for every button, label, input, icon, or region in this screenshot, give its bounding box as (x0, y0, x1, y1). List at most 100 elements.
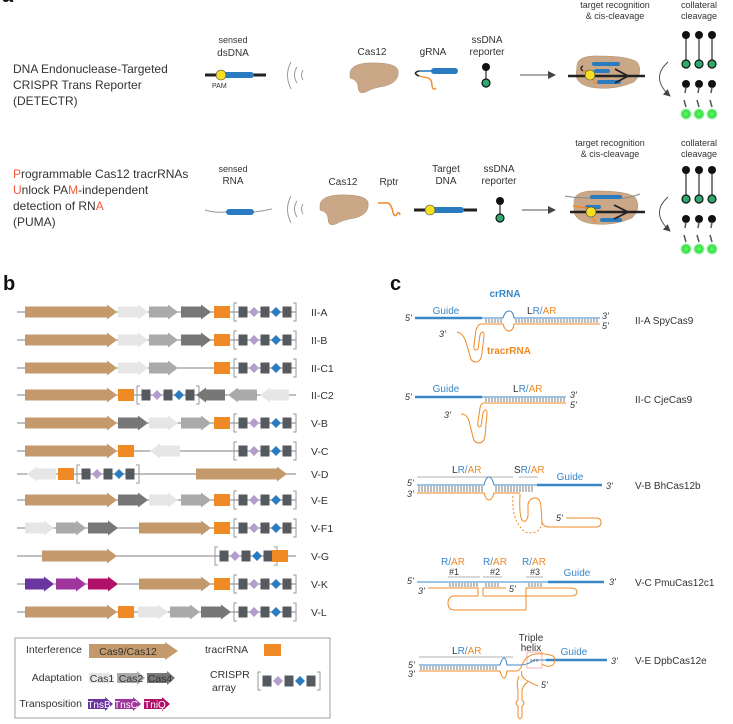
structure-pmucas12c1: R/AR R/AR R/AR #1 #2 #3 Guide 5' 3' 3' 5… (407, 557, 715, 611)
spacer-diamond (271, 607, 281, 617)
structure-cjecas9: Guide LR/AR 5' 3' 5' 3' II-C CjeCas9 (405, 384, 693, 444)
repeat-square (238, 417, 248, 429)
locus-label: V-B (311, 418, 328, 430)
cas2-gene (228, 387, 257, 403)
bracket (257, 671, 261, 691)
bracket (214, 546, 218, 566)
grna-label: gRNA (420, 47, 447, 58)
cas2-gene (149, 304, 178, 320)
spacer-diamond (92, 469, 102, 479)
locus-label: V-F1 (311, 523, 333, 535)
locus-label: II-A (311, 307, 327, 319)
bracket (233, 574, 237, 594)
legend-crispr-label-2: array (212, 682, 237, 694)
spacer-diamond (271, 446, 281, 456)
puma-title-line4: (PUMA) (13, 215, 56, 229)
glowing-fluorophore (706, 243, 718, 255)
repeat-square (282, 522, 292, 534)
cas2-gene (149, 332, 178, 348)
legend-tnsb-label: TnsB (87, 700, 111, 711)
quencher-dot (682, 80, 690, 88)
triple-helix-label-2: helix (521, 643, 542, 654)
cas4-gene (118, 492, 148, 508)
target-dna-icon (414, 204, 477, 216)
locus-row: V-K (17, 574, 328, 594)
reporter-label-2: reporter (469, 47, 505, 58)
bracket (317, 671, 321, 691)
locus-label: II-C1 (311, 363, 334, 375)
five-prime-label: 5' (570, 400, 577, 410)
three-prime-label: 3' (606, 481, 613, 491)
three-prime-label: 3' (439, 329, 446, 339)
cas1-gene (25, 520, 54, 536)
tracrrna-box (214, 306, 230, 318)
bracket (293, 330, 297, 350)
fluorophore-dot (694, 194, 704, 204)
cas4-gene (118, 415, 148, 431)
title-text: rogrammable Cas12 tracrRNAs (21, 167, 188, 181)
tracrrna-box (214, 334, 230, 346)
bracket (76, 464, 80, 484)
cas12-puma-complex-icon (564, 190, 645, 225)
r-ar-label-3: R/AR (522, 557, 546, 568)
locus-row: V-L (17, 602, 327, 622)
fluorophore-dot (707, 194, 717, 204)
cas12-protein-icon (349, 62, 399, 94)
repeat-square (103, 468, 113, 480)
lr-ar-label: LR/AR (527, 306, 556, 317)
puma-title-line3: detection of RNA (13, 199, 104, 213)
guide-label: Guide (557, 472, 584, 483)
collateral-label-2: cleavage (681, 11, 717, 21)
five-prime-label: 5' (556, 513, 563, 523)
tnsc-gene (56, 576, 86, 592)
sensed-rna-label-2: RNA (222, 176, 243, 187)
legend-interference-label: Interference (26, 644, 82, 656)
title-text: nlock PA (22, 183, 68, 197)
tracrrna-box (214, 522, 230, 534)
bracket (293, 574, 297, 594)
cas9-cas12-gene (25, 415, 117, 431)
quencher-dot (682, 215, 690, 223)
tniq-gene (88, 576, 118, 592)
tracrrna-box (118, 389, 134, 401)
locus-row: V-D (17, 464, 329, 484)
five-prime-label: 5' (408, 660, 415, 670)
r-ar-label-1: R/AR (441, 557, 465, 568)
cas2-gene (181, 415, 211, 431)
cas2-gene (56, 520, 86, 536)
repeat-square (238, 522, 248, 534)
bracket (293, 441, 297, 461)
base-pair-ticks (420, 666, 497, 670)
repeat-square (260, 362, 270, 374)
system-label-dpbcas12e: V-E DpbCas12e (635, 656, 707, 667)
bracket (293, 413, 297, 433)
structure-bhcas12b: LR/AR SR/AR Guide 5' 3' 5' 3' V-B BhCas1… (407, 465, 701, 534)
locus-label: V-C (311, 446, 329, 458)
base-pair-ticks (418, 486, 483, 492)
spacer-diamond (249, 418, 259, 428)
glowing-fluorophore (680, 108, 692, 120)
repeat-square (241, 550, 251, 562)
repeat-square (238, 578, 248, 590)
tracrrna-structures: crRNA Guide LR/AR 5' 3' 5' 3' tracrRNA I… (405, 289, 715, 720)
bracket (293, 358, 297, 378)
puma-row: Programmable Cas12 tracrRNAs Unlock PAM-… (13, 138, 718, 255)
sensed-dsdna-label-1: sensed (218, 35, 247, 45)
repeat-square (282, 606, 292, 618)
repeat-square (260, 522, 270, 534)
repeat-square (262, 675, 272, 687)
repeat-square (260, 494, 270, 506)
detectr-title-line1: DNA Endonuclease-Targeted (13, 62, 168, 76)
recognition-label-3: target recognition (575, 138, 645, 148)
legend-cas9-arrow (89, 642, 178, 660)
detectr-row: DNA Endonuclease-Targeted CRISPR Trans R… (13, 0, 718, 120)
cas9-cas12-gene (139, 576, 211, 592)
spacer-diamond (249, 523, 259, 533)
cas9-cas12-gene (25, 387, 117, 403)
spacer-diamond (249, 495, 259, 505)
cas12-protein-icon (319, 194, 369, 226)
reporter-label-4: reporter (481, 176, 517, 187)
spacer-diamond (249, 307, 259, 317)
repeat-square (125, 468, 135, 480)
locus-label: V-L (311, 607, 327, 619)
